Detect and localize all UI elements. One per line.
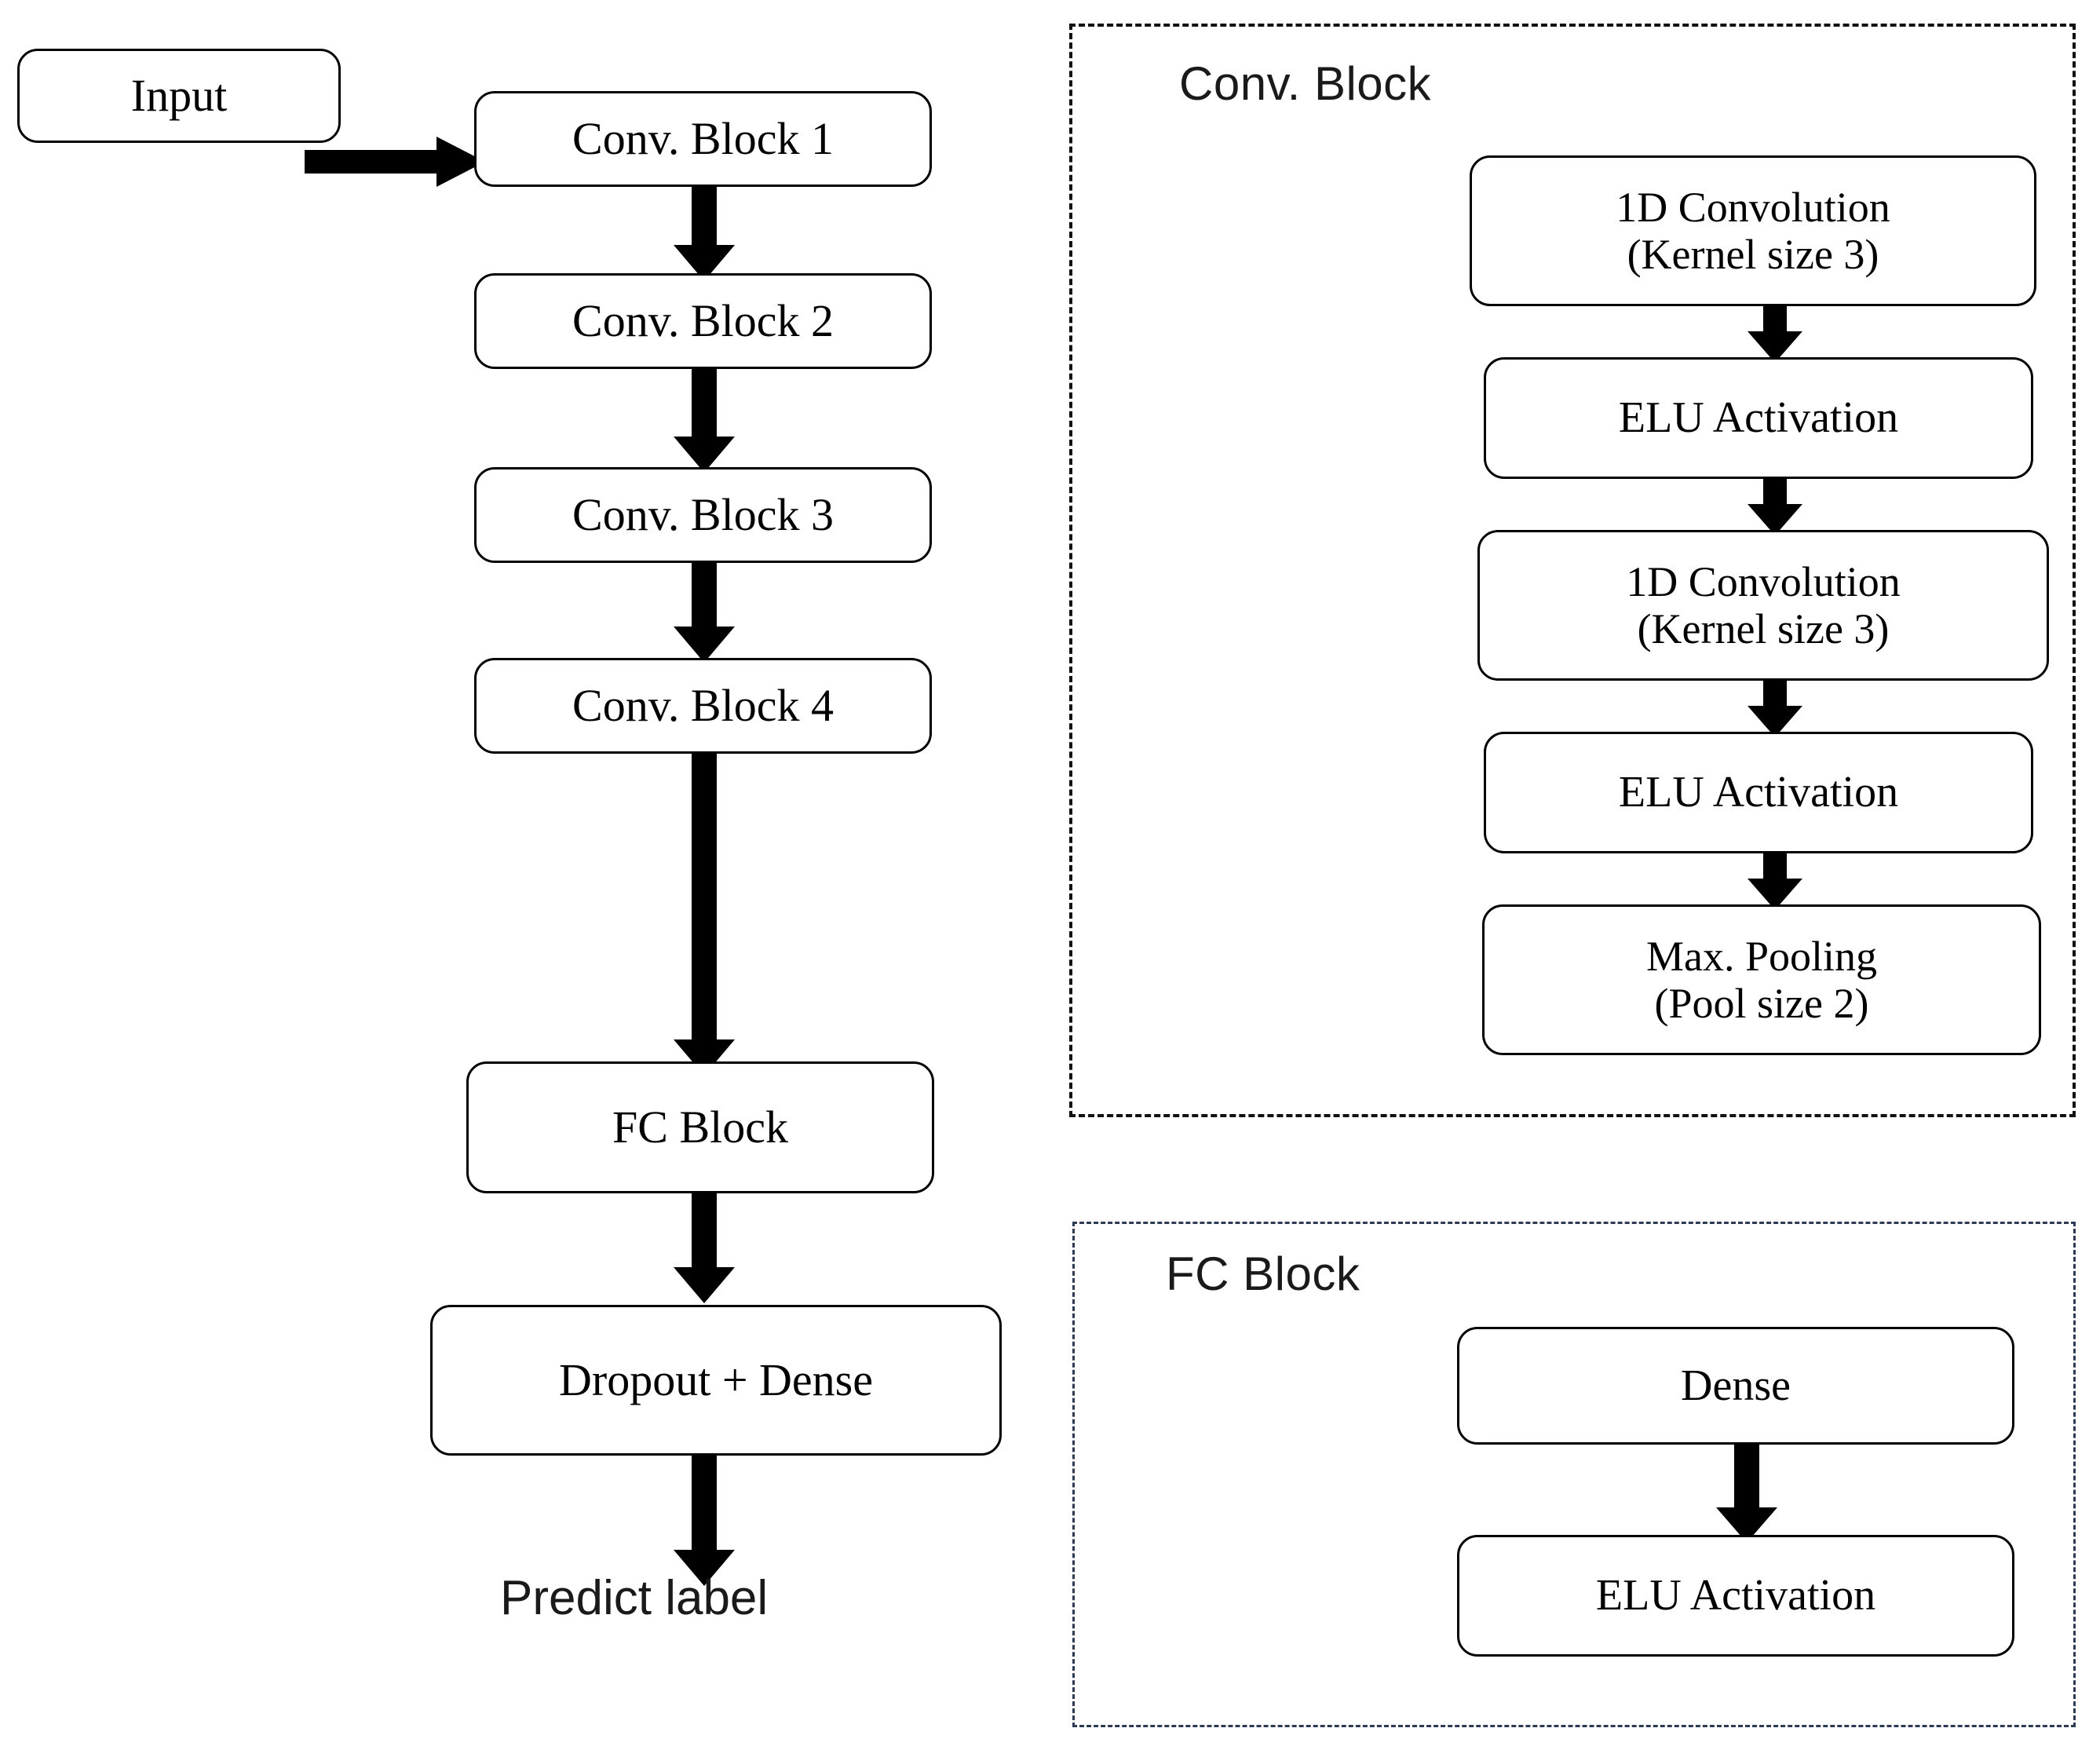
node-conv-block-4-label: Conv. Block 4	[572, 679, 834, 731]
node-conv-max-pooling-label: Max. Pooling(Pool size 2)	[1645, 932, 1878, 1027]
arrow-fcblock-to-dropout	[674, 1193, 735, 1303]
node-conv-1d-convolution-1-label: 1D Convolution(Kernel size 3)	[1616, 183, 1890, 278]
arrow-dense-to-elu	[1716, 1445, 1777, 1543]
node-fc-elu-label: ELU Activation	[1595, 1571, 1876, 1620]
node-conv-elu-2[interactable]: ELU Activation	[1484, 732, 2033, 853]
node-input[interactable]: Input	[17, 49, 341, 143]
node-conv-elu-1[interactable]: ELU Activation	[1484, 357, 2033, 479]
node-conv-block-3[interactable]: Conv. Block 3	[474, 467, 932, 563]
node-dropout-dense[interactable]: Dropout + Dense	[430, 1305, 1002, 1456]
arrow-conv-1-to-2	[1748, 306, 1802, 363]
node-conv-block-1[interactable]: Conv. Block 1	[474, 91, 932, 187]
conv-block-panel-title: Conv. Block	[1179, 57, 1432, 110]
node-conv-block-4[interactable]: Conv. Block 4	[474, 658, 932, 754]
node-conv-block-3-label: Conv. Block 3	[572, 488, 834, 540]
arrow-conv-3-to-4	[1748, 681, 1802, 737]
fc-block-panel	[1072, 1222, 2076, 1727]
arrow-conv-4-to-5	[1748, 853, 1802, 910]
arrow-dropout-to-predict	[674, 1456, 735, 1586]
arrow-input-to-conv1	[305, 137, 485, 187]
node-dropout-dense-label: Dropout + Dense	[559, 1354, 873, 1405]
node-conv-block-2[interactable]: Conv. Block 2	[474, 273, 932, 369]
arrow-conv3-to-conv4	[674, 563, 735, 663]
node-conv-elu-2-label: ELU Activation	[1618, 768, 1899, 817]
arrow-conv1-to-conv2	[674, 187, 735, 281]
node-conv-block-1-label: Conv. Block 1	[572, 112, 834, 164]
fc-block-panel-title: FC Block	[1166, 1248, 1360, 1300]
node-conv-elu-1-label: ELU Activation	[1618, 393, 1899, 443]
conv-block-panel	[1069, 24, 2076, 1117]
node-fc-block-label: FC Block	[612, 1101, 788, 1153]
node-fc-block[interactable]: FC Block	[466, 1061, 934, 1193]
node-input-label: Input	[130, 69, 228, 121]
node-conv-max-pooling[interactable]: Max. Pooling(Pool size 2)	[1482, 904, 2041, 1055]
node-conv-1d-convolution-2[interactable]: 1D Convolution(Kernel size 3)	[1477, 530, 2049, 681]
arrow-conv4-to-fcblock	[674, 754, 735, 1076]
node-fc-elu[interactable]: ELU Activation	[1457, 1535, 2014, 1657]
node-fc-dense-label: Dense	[1681, 1361, 1791, 1410]
arrow-conv-2-to-3	[1748, 479, 1802, 535]
predict-label-caption: Predict label	[500, 1571, 769, 1625]
node-conv-block-2-label: Conv. Block 2	[572, 294, 834, 346]
node-conv-1d-convolution-2-label: 1D Convolution(Kernel size 3)	[1626, 557, 1901, 652]
node-fc-dense[interactable]: Dense	[1457, 1327, 2014, 1445]
node-conv-1d-convolution-1[interactable]: 1D Convolution(Kernel size 3)	[1470, 155, 2036, 306]
arrow-conv2-to-conv3	[674, 369, 735, 473]
